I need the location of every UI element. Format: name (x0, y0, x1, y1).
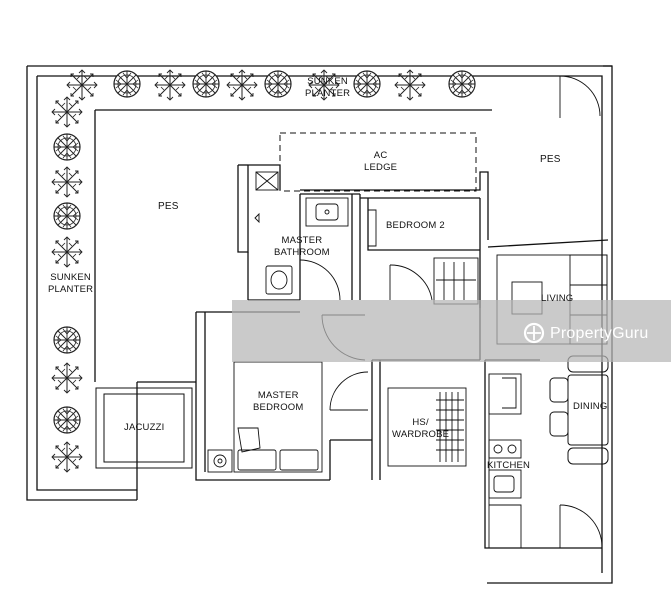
watermark-band (232, 300, 671, 362)
watermark-text: PropertyGuru (550, 325, 649, 342)
kitchen-fixtures (488, 373, 522, 548)
propertyguru-logo-icon (523, 322, 545, 344)
master-bedroom-bed (207, 361, 323, 473)
bedroom-2-label: BEDROOM 2 (386, 220, 445, 231)
ac-ledge-label: AC LEDGE (364, 150, 398, 173)
sunken-planter-top-label: SUNKEN PLANTER (305, 76, 351, 99)
bedroom2-furniture (368, 209, 479, 305)
dining-label: DINING (573, 401, 608, 412)
jacuzzi-label: JACUZZI (124, 422, 165, 433)
bathroom-fixtures (254, 171, 349, 295)
pes-left-label: PES (158, 201, 179, 212)
pes-right-label: PES (540, 154, 561, 165)
propertyguru-watermark: PropertyGuru (550, 325, 648, 343)
jacuzzi-tub (95, 387, 193, 469)
master-bathroom-label: MASTER BATHROOM (274, 235, 330, 258)
hs-wardrobe-label: HS/ WARDROBE (392, 417, 450, 440)
living-label: LIVING (541, 293, 574, 304)
dining-set (549, 355, 609, 465)
sunken-planter-left-label: SUNKEN PLANTER (48, 272, 94, 295)
top-planter-plants (66, 69, 476, 101)
master-bedroom-label: MASTER BEDROOM (253, 390, 304, 413)
door-swings (299, 75, 603, 548)
wardrobe-shelving (387, 387, 467, 467)
ac-ledge-outline (279, 132, 477, 192)
kitchen-label: KITCHEN (487, 460, 531, 471)
